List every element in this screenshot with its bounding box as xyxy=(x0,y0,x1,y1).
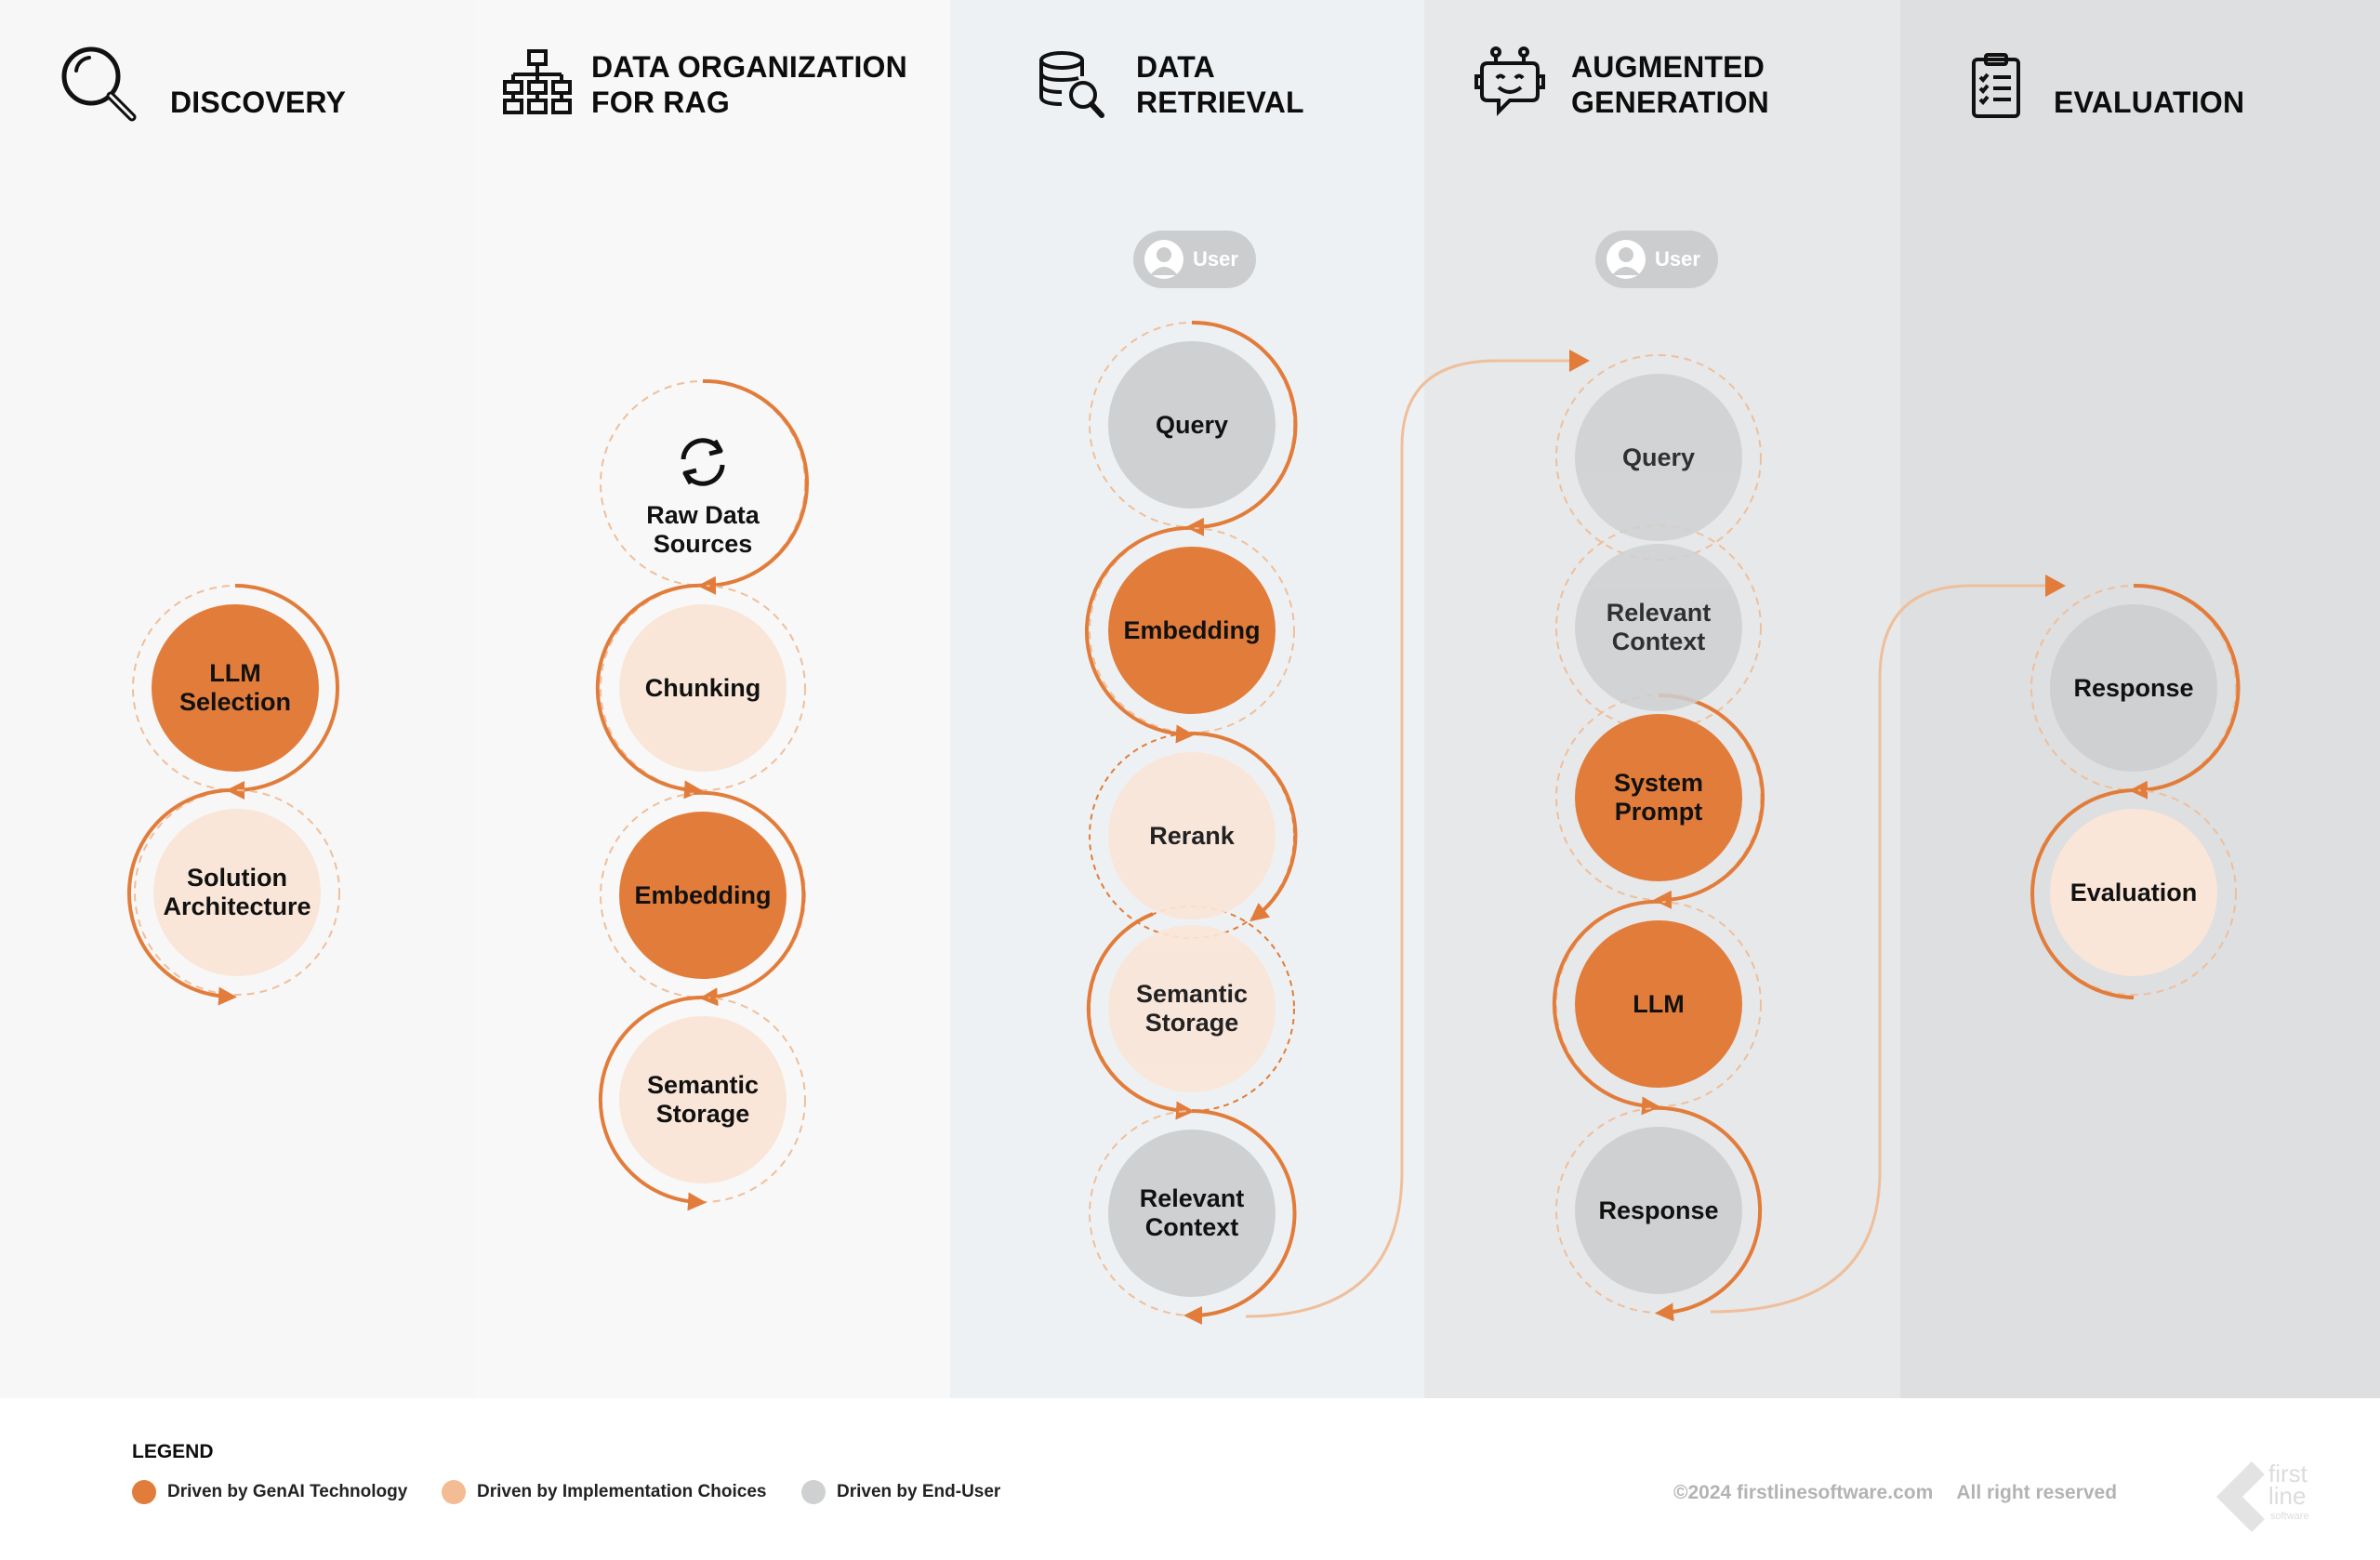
legend-label: Driven by End-User xyxy=(837,1482,1001,1501)
company-logo: first line software xyxy=(2213,1441,2334,1539)
column-title-organization: DATA ORGANIZATION FOR RAG xyxy=(591,50,907,119)
node-query: Query xyxy=(1575,374,1742,541)
column-title-generation: AUGMENTED GENERATION xyxy=(1571,50,1769,119)
legend-item-end-user: Driven by End-User xyxy=(801,1480,1000,1504)
refresh-icon xyxy=(676,408,730,494)
node-embedding: Embedding xyxy=(1108,547,1276,714)
user-avatar-icon xyxy=(1606,240,1646,279)
user-pill-generation: User xyxy=(1595,231,1718,288)
node-system-prompt: System Prompt xyxy=(1575,714,1742,881)
node-query: Query xyxy=(1108,341,1276,509)
column-title-evaluation: EVALUATION xyxy=(2054,86,2245,119)
magnifier-icon xyxy=(58,43,141,131)
legend-dot xyxy=(801,1480,826,1504)
legend-dot xyxy=(132,1480,156,1504)
database-search-icon xyxy=(1037,50,1107,126)
node-semantic-storage: Semantic Storage xyxy=(619,1016,787,1183)
legend-dot xyxy=(442,1480,466,1504)
node-llm: LLM xyxy=(1575,920,1742,1088)
column-title-retrieval: DATA RETRIEVAL xyxy=(1136,50,1304,119)
node-semantic-storage: Semantic Storage xyxy=(1108,925,1276,1092)
node-evaluation: Evaluation xyxy=(2050,809,2217,976)
node-embedding: Embedding xyxy=(619,812,787,979)
logo-text-first: first xyxy=(2268,1460,2308,1487)
node-raw-data-sources: Raw Data Sources xyxy=(619,400,787,567)
column-title-discovery: DISCOVERY xyxy=(170,86,347,119)
node-relevant-context: Relevant Context xyxy=(1108,1130,1276,1297)
logo-text-line: line xyxy=(2268,1482,2306,1510)
node-rerank: Rerank xyxy=(1108,752,1276,919)
clipboard-icon xyxy=(1971,52,2021,124)
user-pill-label: User xyxy=(1193,247,1238,271)
legend-item-implementation: Driven by Implementation Choices xyxy=(442,1480,766,1504)
node-relevant-context: Relevant Context xyxy=(1575,544,1742,711)
user-avatar-icon xyxy=(1144,240,1183,279)
rights-text: All right reserved xyxy=(1956,1482,2118,1503)
node-label: Raw Data Sources xyxy=(646,501,760,558)
copyright-text: ©2024 firstlinesoftware.com xyxy=(1673,1482,1934,1503)
node-response: Response xyxy=(1575,1127,1742,1294)
node-chunking: Chunking xyxy=(619,604,787,772)
user-pill-retrieval: User xyxy=(1133,231,1256,288)
node-solution-architecture: Solution Architecture xyxy=(153,809,321,976)
legend-item-genai: Driven by GenAI Technology xyxy=(132,1480,407,1504)
legend-label: Driven by Implementation Choices xyxy=(477,1482,767,1501)
node-llm-selection: LLM Selection xyxy=(152,604,319,772)
logo-text-software: software xyxy=(2270,1511,2309,1522)
footer-copyright: ©2024 firstlinesoftware.com All right re… xyxy=(1673,1482,2135,1504)
legend-title: LEGEND xyxy=(132,1441,214,1462)
legend-label: Driven by GenAI Technology xyxy=(167,1482,408,1501)
user-pill-label: User xyxy=(1655,247,1700,271)
robot-icon xyxy=(1474,46,1545,126)
node-response: Response xyxy=(2050,604,2217,772)
hierarchy-icon xyxy=(500,48,575,122)
